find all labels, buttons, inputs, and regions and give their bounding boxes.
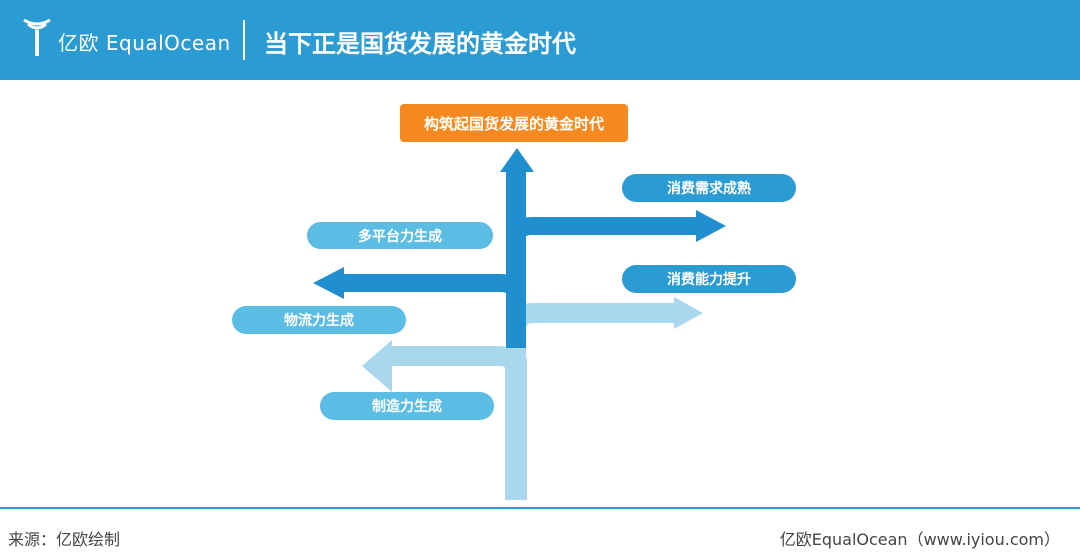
header-bar: 亿欧 EqualOcean 当下正是国货发展的黄金时代 xyxy=(0,0,1080,80)
dark-arrowhead-right xyxy=(696,210,726,242)
light-arrowhead-right xyxy=(674,297,703,329)
light-arrowhead-left xyxy=(362,340,392,392)
label-manufacturing: 制造力生成 xyxy=(372,398,442,415)
label-platform: 多平台力生成 xyxy=(358,228,442,245)
dark-branch-left xyxy=(340,274,525,297)
footer-divider xyxy=(0,507,1080,509)
header-divider xyxy=(243,20,245,60)
growth-diagram: 构筑起国货发展的黄金时代 消费需求成熟 多平台力生成 消费能力提升 物流力生成 … xyxy=(232,104,796,500)
light-branch-right xyxy=(506,303,678,358)
label-demand: 消费需求成熟 xyxy=(667,180,751,197)
pill-demand xyxy=(622,174,796,202)
dark-arrowhead-up xyxy=(500,148,534,172)
pill-platform xyxy=(307,222,493,249)
page-title: 当下正是国货发展的黄金时代 xyxy=(264,30,576,58)
dark-branch-right xyxy=(507,217,700,241)
pill-logistics xyxy=(232,306,406,334)
goal-box xyxy=(400,104,628,142)
goal-label: 构筑起国货发展的黄金时代 xyxy=(424,115,604,133)
equalocean-logo-icon xyxy=(23,18,51,56)
light-branch-left xyxy=(388,346,526,373)
label-logistics: 物流力生成 xyxy=(284,312,354,329)
pill-capacity xyxy=(622,265,796,293)
pill-manufacturing xyxy=(320,392,494,420)
label-capacity: 消费能力提升 xyxy=(667,271,751,288)
credit-note: 亿欧EqualOcean（www.iyiou.com） xyxy=(779,530,1060,549)
source-note: 来源：亿欧绘制 xyxy=(8,530,121,549)
dark-arrowhead-left xyxy=(313,267,344,299)
brand-name: 亿欧 EqualOcean xyxy=(58,31,231,55)
